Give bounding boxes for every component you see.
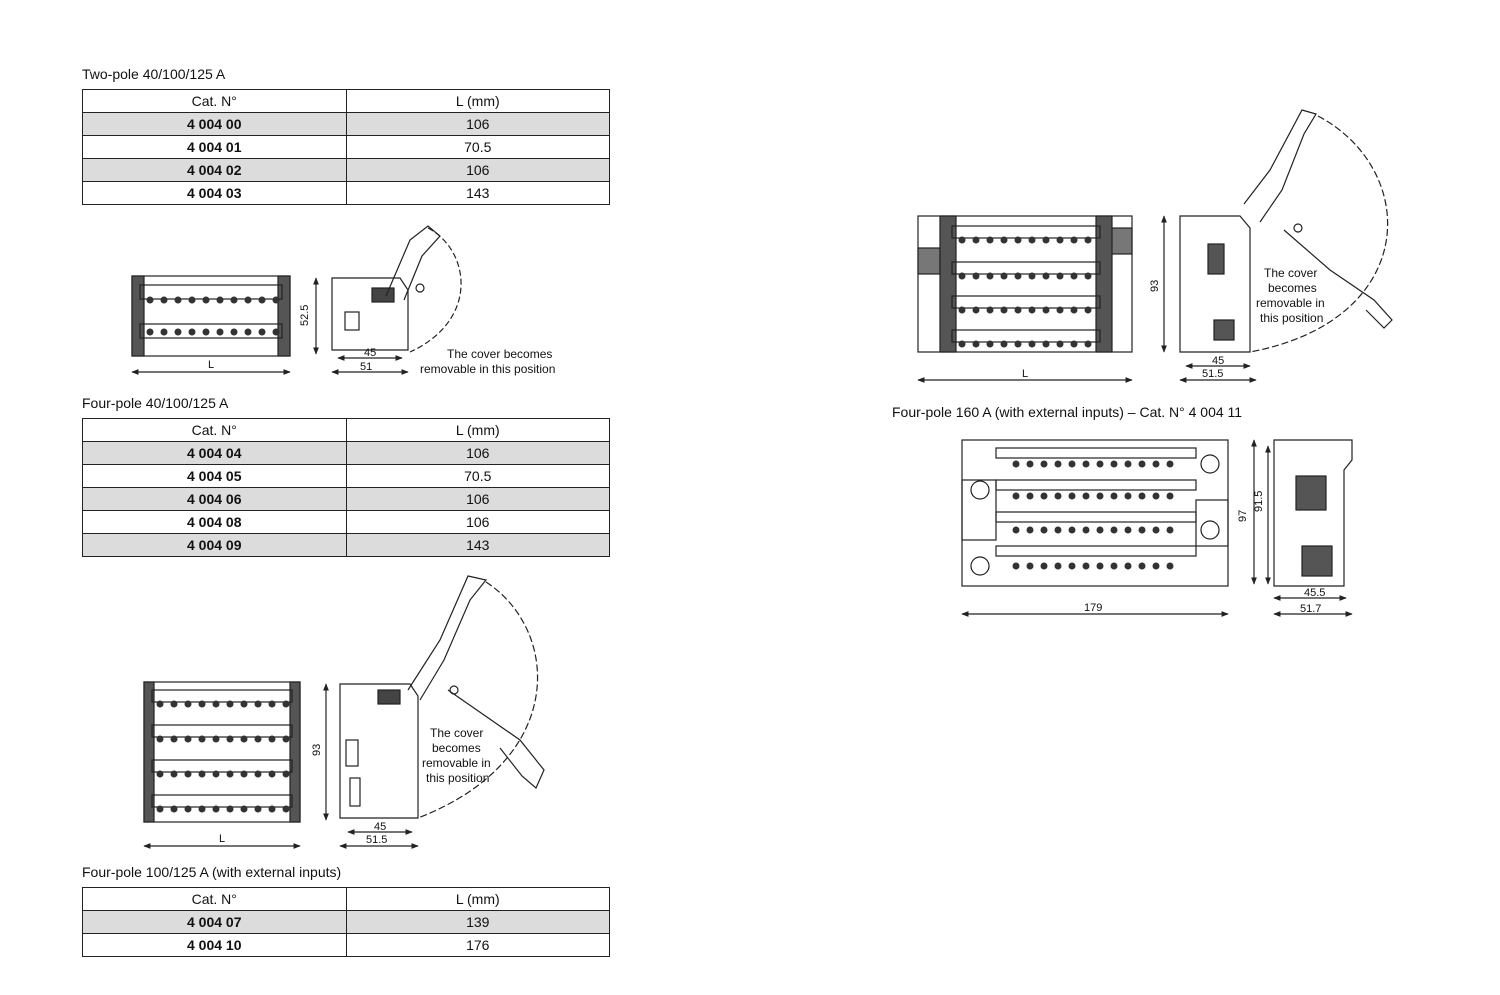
d3-note-line4: this position: [1260, 311, 1323, 325]
header-cat: Cat. N°: [82, 89, 347, 113]
section-title-four-pole: Four-pole 40/100/125 A: [82, 395, 229, 411]
d4-width-455: 45.5: [1304, 587, 1325, 599]
d2-height-label: 93: [311, 744, 323, 756]
d4-height-97: 97: [1237, 510, 1249, 522]
length-cell: 143: [345, 181, 610, 205]
header-cat: Cat. N°: [82, 418, 347, 442]
section-title-four-pole-external: Four-pole 100/125 A (with external input…: [82, 864, 342, 880]
cat-cell: 4 004 00: [82, 112, 347, 136]
d3-note-line2: becomes: [1268, 281, 1317, 295]
d3-note-line3: removable in: [1256, 296, 1325, 310]
table-header-row: Cat. N° L (mm): [82, 89, 610, 113]
d1-width-51: 51: [360, 361, 372, 373]
d4-width-179: 179: [1084, 602, 1102, 614]
four-pole-side-view: [323, 575, 545, 849]
length-cell: 106: [345, 441, 610, 465]
d3-note-line1: The cover: [1264, 266, 1317, 280]
d1-length-label: L: [208, 359, 214, 371]
d2-note-line4: this position: [426, 771, 489, 785]
two-pole-front-view: [131, 275, 291, 375]
length-cell: 139: [345, 910, 610, 934]
d2-note-line1: The cover: [430, 726, 483, 740]
header-length: L (mm): [345, 887, 610, 911]
d2-width-45: 45: [374, 821, 386, 833]
d4-height-915: 91.5: [1253, 491, 1265, 512]
d2-note-line3: removable in: [422, 756, 491, 770]
d3-length-label: L: [1022, 368, 1028, 380]
cat-cell: 4 004 02: [82, 158, 347, 182]
length-cell: 143: [345, 533, 610, 557]
d1-note-line1: The cover becomes: [447, 347, 552, 361]
four-pole-front-view: [143, 681, 301, 849]
cat-cell: 4 004 03: [82, 181, 347, 205]
cat-cell: 4 004 08: [82, 510, 347, 534]
top-right-side-view: [1161, 109, 1393, 383]
length-cell: 176: [345, 933, 610, 957]
two-pole-side-view: [313, 225, 462, 375]
d3-width-45: 45: [1212, 355, 1224, 367]
cat-cell: 4 004 04: [82, 441, 347, 465]
cat-cell: 4 004 01: [82, 135, 347, 159]
section-title-four-pole-160: Four-pole 160 A (with external inputs) –…: [892, 404, 1243, 420]
d1-width-45: 45: [364, 347, 376, 359]
d2-length-label: L: [219, 833, 225, 845]
160a-side-view: [1251, 439, 1353, 617]
length-cell: 106: [345, 158, 610, 182]
top-right-front-view: [917, 215, 1133, 383]
length-cell: 106: [345, 112, 610, 136]
d2-note-line2: becomes: [432, 741, 481, 755]
cat-cell: 4 004 10: [82, 933, 347, 957]
d1-note-line2: removable in this position: [420, 362, 555, 376]
d2-width-51: 51.5: [366, 834, 387, 846]
160a-front-view: [961, 439, 1229, 617]
section-title-two-pole: Two-pole 40/100/125 A: [82, 66, 226, 82]
d1-height-label: 52.5: [299, 305, 311, 326]
d3-width-51: 51.5: [1202, 368, 1223, 380]
length-cell: 70.5: [345, 135, 610, 159]
d4-width-517: 51.7: [1300, 603, 1321, 615]
d3-height-label: 93: [1149, 280, 1161, 292]
cat-cell: 4 004 09: [82, 533, 347, 557]
